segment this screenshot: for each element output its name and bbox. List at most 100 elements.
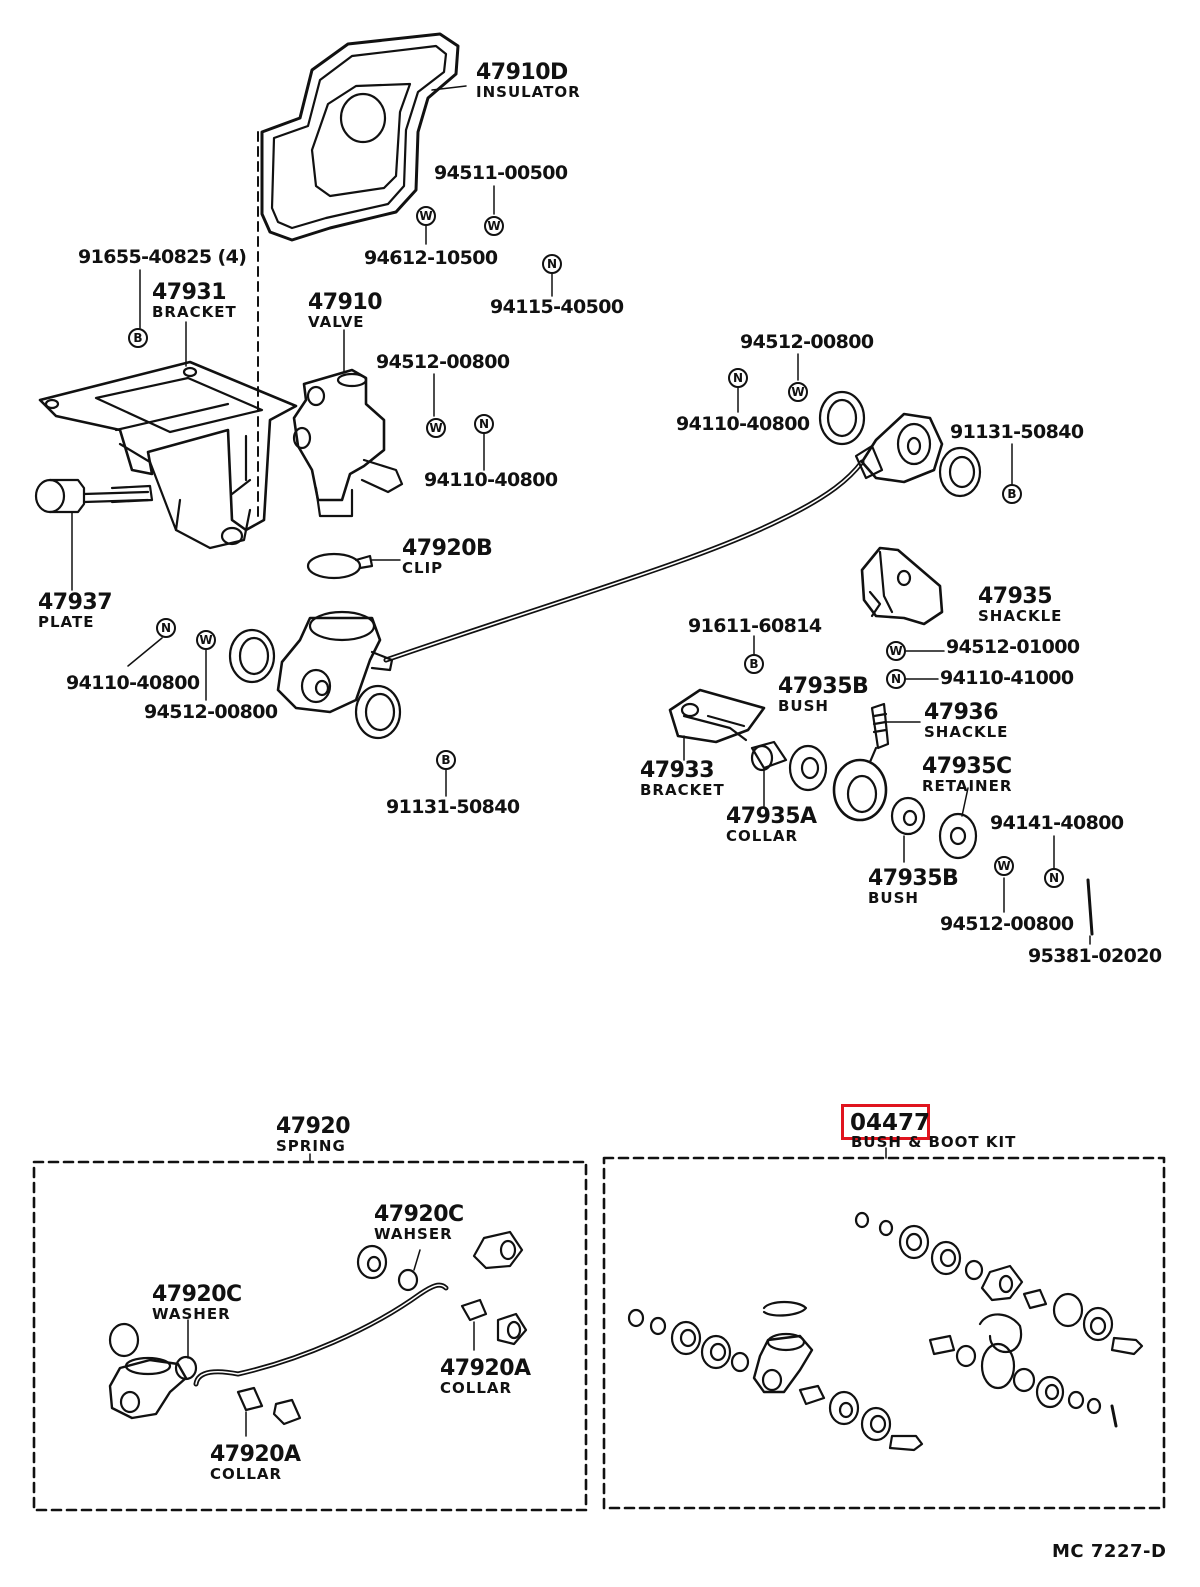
collar-47935A-drawing <box>750 740 788 807</box>
label-47937-plate: 47937 PLATE <box>38 590 113 631</box>
part-name: INSULATOR <box>476 83 581 101</box>
nut-symbol: N <box>1044 868 1064 888</box>
right-bushes-drawing <box>818 390 982 498</box>
part-number: 47910D <box>476 60 568 85</box>
label-47920C-wahser: 47920C WAHSER <box>374 1204 464 1242</box>
part-number: 47931 <box>152 280 227 305</box>
label-47935C-retainer: 47935C RETAINER <box>922 756 1012 794</box>
part-number: 47920C <box>374 1202 464 1227</box>
retainer-47935C-drawing <box>938 812 978 860</box>
part-name: COLLAR <box>726 827 799 845</box>
part-name: BRACKET <box>640 781 725 799</box>
part-name: RETAINER <box>922 777 1013 795</box>
part-name: COLLAR <box>440 1379 513 1397</box>
part-number: 47920A <box>210 1442 301 1467</box>
left-bushes-drawing <box>228 628 402 740</box>
part-number: 47910 <box>308 290 383 315</box>
bolt-symbol: B <box>128 328 148 348</box>
hardware-number: 91131-50840 <box>950 421 1084 443</box>
part-number: 47933 <box>640 758 715 783</box>
plate-47937-drawing <box>34 478 154 591</box>
washer-symbol: W <box>484 216 504 236</box>
washer-symbol: W <box>886 641 906 661</box>
hardware-number: 94512-00800 <box>144 701 278 723</box>
linkage-rod-drawing <box>276 412 944 714</box>
hardware-number: 94110-40800 <box>676 413 810 435</box>
kit-part-number[interactable]: 04477 <box>850 1110 931 1136</box>
part-number: 47935B <box>778 674 869 699</box>
hardware-number: 94115-40500 <box>490 296 624 318</box>
hardware-number: 94141-40800 <box>990 812 1124 834</box>
part-number: 47920C <box>152 1282 242 1307</box>
nut-symbol: N <box>886 669 906 689</box>
label-47935B-bush-bottom: 47935B BUSH <box>868 866 959 906</box>
nut-symbol: N <box>474 414 494 434</box>
part-number: 47920B <box>402 536 493 561</box>
hardware-number: 94512-01000 <box>946 636 1080 658</box>
label-47910-valve: 47910 VALVE <box>308 290 383 331</box>
part-name: CLIP <box>402 559 444 577</box>
hardware-number: 94511-00500 <box>434 162 568 184</box>
spring-kit-box <box>32 1153 588 1512</box>
clip-47920B-drawing <box>306 552 401 580</box>
washer-symbol: W <box>426 418 446 438</box>
label-kit-name: BUSH & BOOT KIT <box>851 1134 1016 1150</box>
part-number: 47937 <box>38 590 113 615</box>
hardware-number: 91611-60814 <box>688 615 822 637</box>
label-47935A-collar: 47935A COLLAR <box>726 806 817 844</box>
nut-symbol: N <box>156 618 176 638</box>
hardware-number: 94110-41000 <box>940 667 1074 689</box>
shackle-47936-drawing <box>832 702 890 822</box>
label-47920A-collar-left: 47920A COLLAR <box>210 1444 301 1482</box>
bush-47935B-top-drawing <box>788 744 828 792</box>
bush-47935B-bottom-drawing <box>890 796 926 863</box>
label-47920A-collar-right: 47920A COLLAR <box>440 1358 531 1396</box>
part-number: 47920 <box>276 1114 351 1139</box>
part-name: PLATE <box>38 613 95 631</box>
label-47920-spring: 47920 SPRING <box>276 1114 351 1155</box>
bracket-47931-drawing <box>38 360 298 550</box>
insulator-drawing <box>260 32 467 242</box>
part-number: 47935 <box>978 584 1053 609</box>
hardware-number: 95381-02020 <box>1028 945 1162 967</box>
hardware-number: 94110-40800 <box>424 469 558 491</box>
part-number: 47935B <box>868 866 959 891</box>
bolt-symbol: B <box>744 654 764 674</box>
part-number: 47935A <box>726 804 817 829</box>
part-name: COLLAR <box>210 1465 283 1483</box>
hardware-number: 94512-00800 <box>740 331 874 353</box>
label-47933-bracket: 47933 BRACKET <box>640 760 725 798</box>
part-number: 47936 <box>924 700 999 725</box>
washer-symbol: W <box>994 856 1014 876</box>
part-name: WASHER <box>152 1305 231 1323</box>
label-47936-shackle: 47936 SHACKLE <box>924 702 1008 740</box>
part-name: VALVE <box>308 313 365 331</box>
diagram-code: MC 7227-D <box>1052 1541 1167 1562</box>
label-47935-shackle: 47935 SHACKLE <box>978 586 1062 624</box>
part-name: BRACKET <box>152 303 237 321</box>
part-name: SPRING <box>276 1137 346 1155</box>
hardware-number: 94612-10500 <box>364 247 498 269</box>
bolt-symbol: B <box>436 750 456 770</box>
hardware-number: 91655-40825 (4) <box>78 246 247 268</box>
part-name: BUSH <box>778 697 829 715</box>
bolt-symbol: B <box>1002 484 1022 504</box>
label-47920B-clip: 47920B CLIP <box>402 536 493 577</box>
part-name: WAHSER <box>374 1225 453 1243</box>
label-47931-bracket: 47931 BRACKET <box>152 282 237 320</box>
washer-symbol: W <box>196 630 216 650</box>
hardware-number: 94512-00800 <box>376 351 510 373</box>
highlight-box <box>841 1104 930 1140</box>
nut-symbol: N <box>728 368 748 388</box>
hardware-number: 94110-40800 <box>66 672 200 694</box>
bush-boot-kit-box <box>602 1147 1166 1510</box>
part-number: 47935C <box>922 754 1012 779</box>
shackle-47935-drawing <box>860 546 944 626</box>
valve-47910-drawing <box>292 329 404 518</box>
nut-symbol: N <box>542 254 562 274</box>
part-name: SHACKLE <box>978 607 1063 625</box>
part-name: BUSH & BOOT KIT <box>851 1133 1017 1151</box>
washer-symbol: W <box>416 206 436 226</box>
